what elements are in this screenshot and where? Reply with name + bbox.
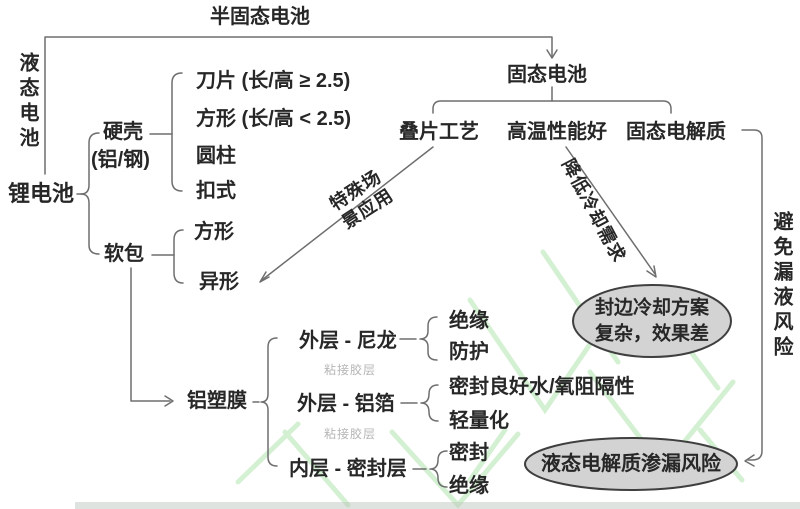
solid-child-electrolyte: 固态电解质 [626,121,726,143]
cooling-callout-ellipse [572,284,732,358]
soft-pack-node: 软包 [104,243,144,265]
connector-nylon-brace [399,316,438,361]
leak-callout-ellipse [524,437,738,491]
connector-hard-shell-bracket [149,72,183,192]
cropped-footer-strip [75,502,800,509]
connector-semi-solid-path [44,36,558,175]
cooling-callout-line1: 封边冷却方案 [594,297,710,319]
nylon-child-protection: 防护 [449,341,489,363]
connector-film-brace [252,337,278,467]
foil-child-lightweight: 轻量化 [449,410,509,432]
connector-foil-brace [400,384,439,422]
cooling-callout-text: 封边冷却方案 复杂，效果差 [595,295,709,346]
cooling-callout-line2: 复杂，效果差 [594,323,710,344]
arrowhead-downleft-icon [259,271,270,283]
hard-shell-child-prismatic: 方形 (长/高 < 2.5) [196,108,352,130]
seal-child-insulation: 绝缘 [449,475,489,497]
liquid-battery-label: 液态电池 [16,52,38,152]
soft-pack-child-square: 方形 [194,221,234,243]
film-layer-foil: 外层 - 铝箔 [297,393,395,415]
arrowhead-left-icon [744,454,755,467]
connector-soft-pack-to-film [130,267,174,407]
film-layer-nylon: 外层 - 尼龙 [299,330,397,352]
arrowhead-right-icon [164,395,174,407]
solid-battery-node: 固态电池 [507,64,587,86]
connector-special-scenario-arrow [259,146,434,283]
nylon-child-insulation: 绝缘 [449,310,489,332]
root-node-label: 锂电池 [8,181,75,206]
arrowhead-down-icon [546,49,558,59]
connector-reduce-cooling-arrow [565,146,657,278]
connector-avoid-leak-path [741,129,763,467]
hard-shell-child-coin: 扣式 [196,180,236,202]
solid-child-high-temp: 高温性能好 [507,121,607,143]
connector-root-brace [76,132,100,255]
arrowhead-down-icon [646,265,657,278]
adhesive-layer-label-2: 粘接胶层 [324,427,377,441]
semi-solid-battery-label: 半固态电池 [210,6,310,28]
hard-shell-child-cylinder: 圆柱 [196,145,236,167]
connector-seal-brace [412,450,448,488]
aluminum-film-node: 铝塑膜 [187,390,247,412]
connector-soft-pack-bracket [151,229,184,284]
solid-child-stacking: 叠片工艺 [399,121,479,143]
seal-child-sealing: 密封 [449,442,489,464]
hard-shell-node: 硬壳 [103,121,143,143]
adhesive-layer-label-1: 粘接胶层 [324,363,377,377]
film-layer-inner-seal: 内层 - 密封层 [289,458,407,480]
hard-shell-child-blade: 刀片 (长/高 ≥ 2.5) [196,70,351,92]
hard-shell-material: (铝/钢) [91,149,150,171]
connector-solid-battery-bracket [432,86,672,114]
foil-child-barrier: 密封良好水/氧阻隔性 [449,376,635,398]
soft-pack-child-special: 异形 [199,271,239,293]
avoid-leak-annotation: 避免漏液风险 [770,211,792,361]
leak-callout-text: 液态电解质渗漏风险 [541,453,721,475]
